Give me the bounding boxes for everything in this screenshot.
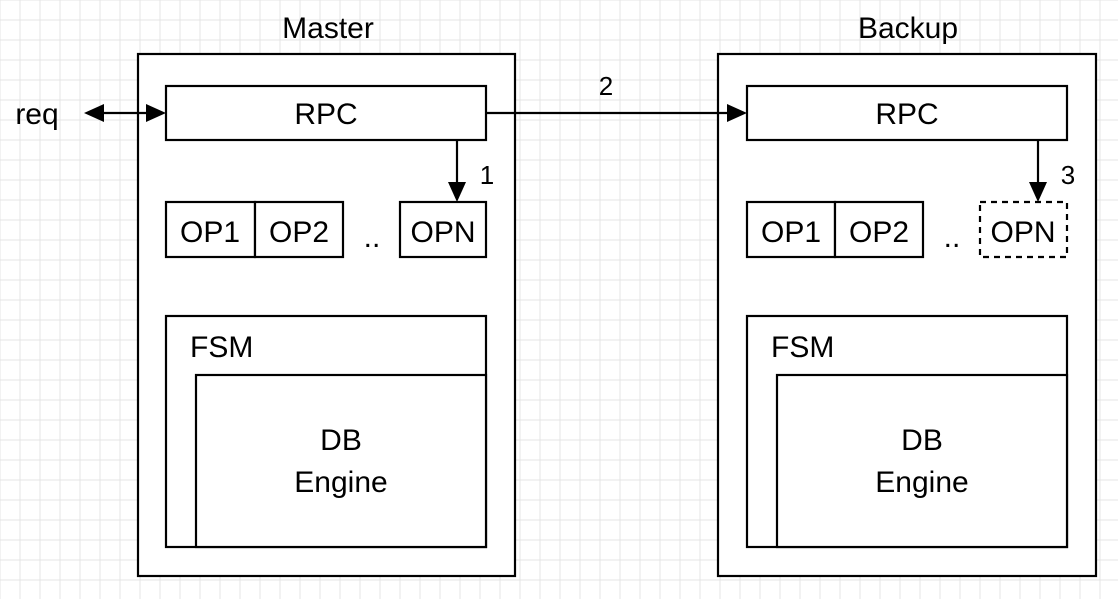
master-apply-step-label: 1	[480, 160, 494, 190]
req-label: req	[15, 98, 58, 131]
master-db-engine-line1: DB	[320, 424, 362, 457]
backup-node: Backup RPC OP1 OP2 .. OPN FSM DB Engine	[716, 12, 1098, 578]
backup-apply-step-label: 3	[1061, 160, 1075, 190]
master-op2-label: OP2	[269, 216, 329, 249]
master-db-engine-line2: Engine	[294, 466, 387, 499]
master-rpc-label: RPC	[294, 98, 357, 131]
master-op2-box	[253, 200, 345, 259]
master-opn-box	[398, 200, 488, 259]
backup-op2-label: OP2	[849, 216, 909, 249]
backup-db-engine-line1: DB	[901, 424, 943, 457]
backup-apply-arrow: 3	[1029, 140, 1075, 202]
master-fsm-label: FSM	[190, 331, 253, 364]
backup-db-engine-line2: Engine	[875, 466, 968, 499]
backup-title: Backup	[858, 12, 958, 45]
replication-arrow: 2	[486, 71, 747, 122]
master-title: Master	[282, 12, 374, 45]
master-apply-arrow: 1	[448, 140, 494, 202]
req-arrow-head-left	[84, 104, 104, 122]
backup-op2-box	[833, 200, 925, 259]
backup-fsm-label: FSM	[771, 331, 834, 364]
req-arrow-head-right	[146, 104, 166, 122]
replication-step-label: 2	[599, 71, 613, 101]
backup-op1-box	[745, 200, 837, 259]
backup-db-engine-box	[775, 373, 1069, 549]
backup-ops-ellipsis: ..	[944, 221, 961, 254]
backup-apply-arrow-head	[1029, 182, 1047, 202]
master-op1-label: OP1	[180, 216, 240, 249]
master-apply-arrow-head	[448, 182, 466, 202]
master-ops-ellipsis: ..	[364, 221, 381, 254]
backup-opn-label: OPN	[990, 216, 1055, 249]
replication-arrow-head	[727, 104, 747, 122]
backup-opn-box-pending	[978, 200, 1069, 259]
master-node: Master RPC OP1 OP2 .. OPN FSM DB Engine	[136, 12, 517, 578]
request-arrow: req	[15, 98, 166, 131]
master-db-engine-box	[194, 373, 488, 549]
backup-rpc-label: RPC	[875, 98, 938, 131]
backup-rpc-box	[745, 84, 1069, 142]
backup-op1-label: OP1	[761, 216, 821, 249]
master-opn-label: OPN	[410, 216, 475, 249]
